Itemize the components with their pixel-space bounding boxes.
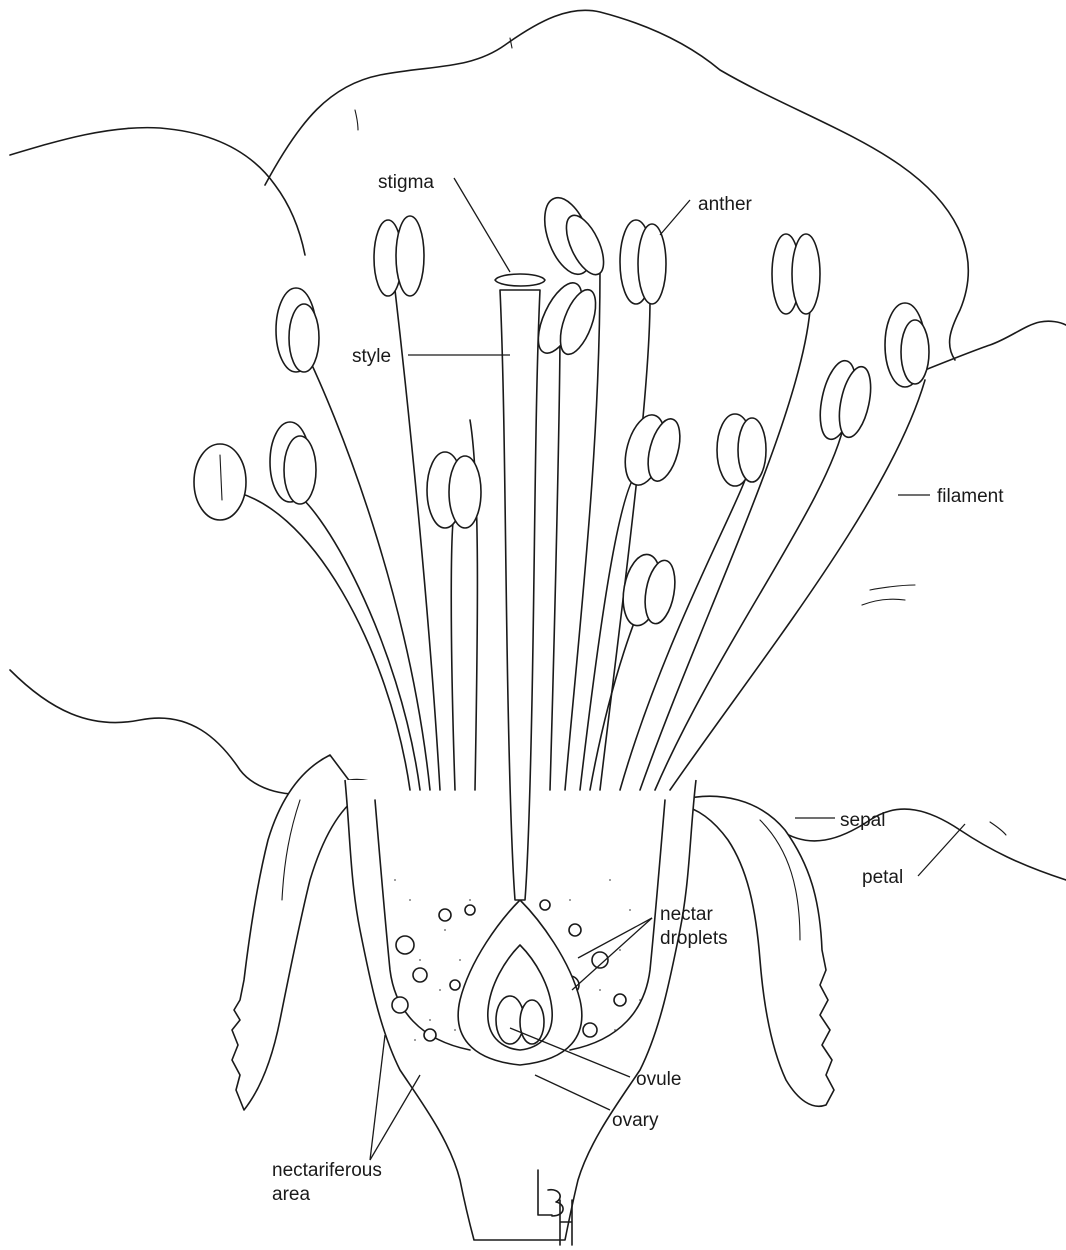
petals (10, 10, 1066, 880)
label-nectariferous: nectariferous (272, 1160, 382, 1181)
anther (194, 444, 246, 520)
anther (885, 303, 929, 387)
anther (772, 234, 820, 314)
anther (276, 288, 319, 372)
stamens (194, 192, 929, 790)
petal-left (10, 128, 305, 255)
anther (620, 220, 666, 304)
label-ovule: ovule (636, 1069, 681, 1090)
anther (427, 452, 481, 528)
sepal-left (232, 755, 360, 1110)
anther (374, 216, 424, 296)
label-anther: anther (698, 194, 753, 215)
anther (814, 358, 876, 443)
label-style: style (352, 346, 391, 367)
label-area: area (272, 1184, 310, 1205)
anther (270, 422, 316, 504)
label-filament: filament (937, 486, 1004, 507)
label-sepal: sepal (840, 810, 885, 831)
label-stigma: stigma (378, 172, 434, 193)
label-droplets: droplets (660, 928, 728, 949)
petal-top (265, 10, 968, 360)
stigma-shape (495, 274, 545, 286)
sepal-right (680, 796, 834, 1106)
label-ovary: ovary (612, 1110, 659, 1131)
anther (529, 277, 602, 359)
label-petal: petal (862, 867, 903, 888)
anther (717, 414, 766, 486)
petal-right (925, 321, 1066, 370)
filament (225, 490, 410, 790)
anther (618, 411, 686, 490)
label-nectar: nectar (660, 904, 713, 925)
anther (536, 192, 612, 281)
